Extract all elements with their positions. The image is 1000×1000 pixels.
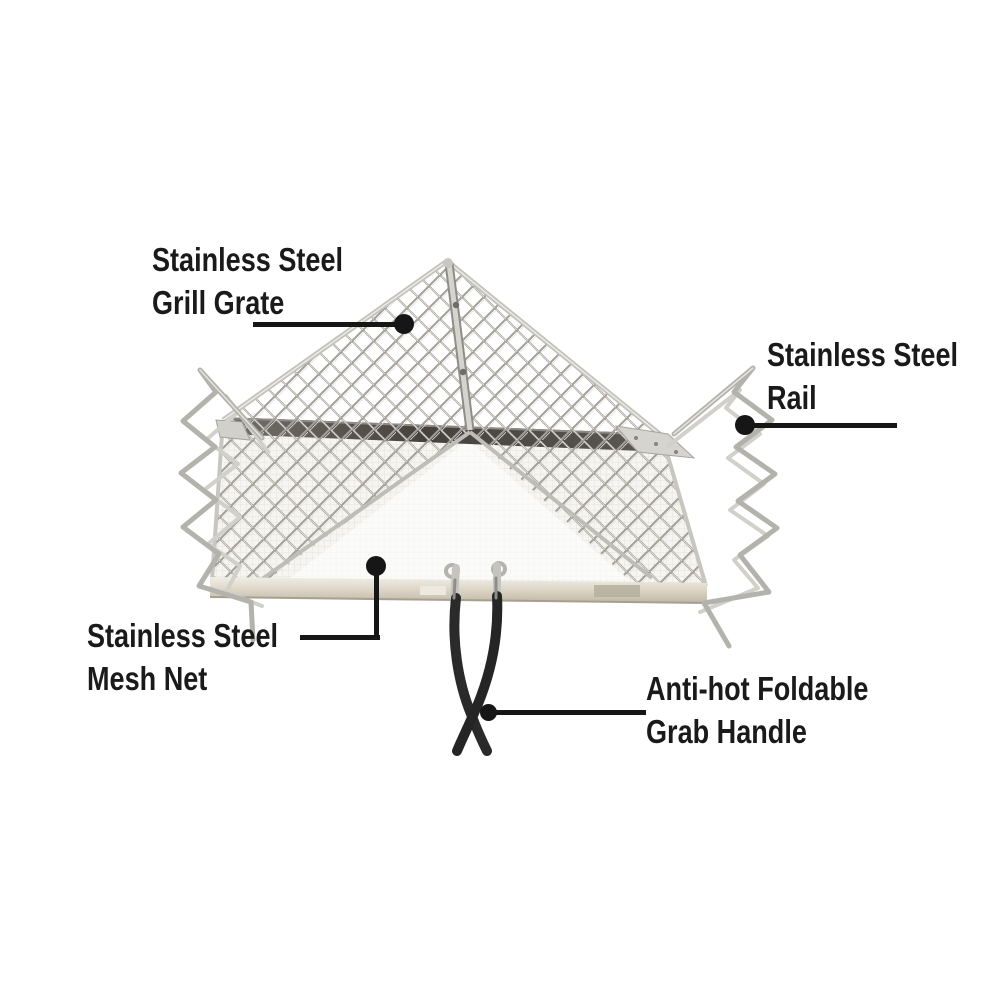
label-grab-handle-line1: Anti-hot Foldable: [646, 670, 869, 707]
label-grab-handle: Anti-hot Foldable Grab Handle: [646, 667, 868, 753]
leader-dot-grab-handle: [480, 704, 497, 721]
leader-line-grab-handle: [489, 710, 646, 715]
leader-dot-rail: [735, 415, 755, 435]
grill-grate-graphic: [210, 258, 708, 588]
leader-line-mesh-net-horizontal: [300, 635, 380, 640]
label-grab-handle-line2: Grab Handle: [646, 713, 807, 750]
label-mesh-net-line1: Stainless Steel: [87, 617, 279, 654]
leader-dot-grill-grate: [394, 314, 414, 334]
leader-line-mesh-net-vertical: [374, 567, 379, 640]
label-rail-line2: Rail: [767, 379, 817, 416]
label-grill-grate-line1: Stainless Steel: [152, 241, 344, 278]
label-rail-line1: Stainless Steel: [767, 336, 959, 373]
label-mesh-net-line2: Mesh Net: [87, 660, 208, 697]
grab-handle-graphic: [449, 562, 503, 756]
right-rail-graphic: [666, 365, 780, 649]
label-mesh-net: Stainless Steel Mesh Net: [87, 614, 278, 700]
leader-line-rail: [745, 423, 897, 428]
leader-line-grill-grate: [253, 322, 405, 327]
label-grill-grate: Stainless Steel Grill Grate: [152, 238, 343, 324]
label-grill-grate-line2: Grill Grate: [152, 284, 285, 321]
left-rail-graphic: [178, 367, 270, 643]
label-rail: Stainless Steel Rail: [767, 333, 958, 419]
leader-dot-mesh-net: [366, 556, 386, 576]
